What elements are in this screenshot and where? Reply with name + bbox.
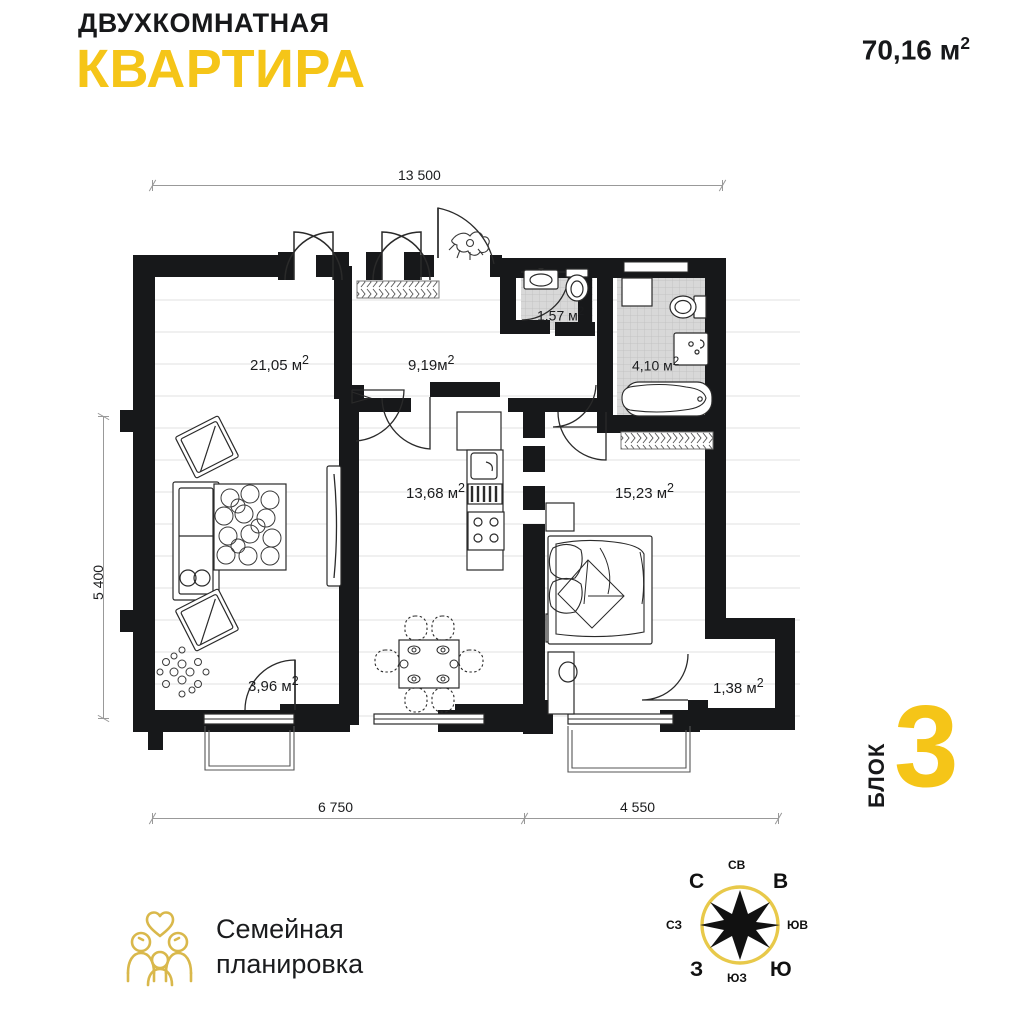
compass-dir-s-label: Ю	[770, 958, 792, 981]
room-label-loggia-right: 1,38 м2	[713, 676, 764, 697]
dimension-line-top	[152, 185, 722, 186]
room-area-sup: 2	[756, 676, 764, 690]
room-area-sup: 2	[458, 481, 465, 495]
plant-icon	[156, 646, 210, 698]
dimension-tick	[98, 718, 109, 719]
room-area-value: 15,23 м	[615, 485, 668, 502]
room-area-value: 4,10 м	[632, 357, 673, 374]
family-heart-icon	[126, 911, 193, 987]
room-label-hallway: 9,19м2	[408, 353, 454, 374]
block-badge: БЛОК 3	[862, 688, 982, 815]
room-area-value: 13,68 м	[406, 485, 459, 502]
compass-dir-sw-label: ЮЗ	[727, 971, 747, 985]
block-label: БЛОК	[864, 742, 889, 808]
apartment-type-subtitle: ДВУХКОМНАТНАЯ	[78, 8, 330, 38]
total-area-sup: 2	[960, 33, 970, 53]
room-area-sup: 2	[672, 355, 680, 368]
room-label-wc: 1,57 м2	[537, 305, 584, 324]
dimension-bottom-left-label: 6 750	[318, 799, 354, 815]
room-area-value: 1,38 м	[713, 680, 757, 697]
room-area-value: 3,96 м	[248, 678, 292, 695]
family-plan-badge: Семейная планировка	[120, 905, 440, 995]
dimension-line-left	[103, 416, 104, 718]
compass-dir-nw-label: СЗ	[666, 918, 683, 932]
compass-icon	[700, 885, 780, 965]
windows	[203, 261, 691, 773]
total-area-value: 70,16	[861, 34, 932, 66]
total-area-unit: м	[939, 34, 961, 66]
bathroom-fixtures	[621, 277, 713, 417]
room-label-bathroom: 4,10 м2	[632, 355, 679, 374]
room-area-value: 1,57 м	[537, 307, 578, 324]
dimension-line-bottom-left	[152, 818, 524, 819]
room-area-value: 9,19м	[408, 357, 448, 374]
room-label-loggia-left: 3,96 м2	[248, 674, 299, 695]
dimension-line-bottom-right	[524, 818, 778, 819]
dimension-bottom-right-label: 4 550	[620, 799, 656, 815]
compass-rose: СВ С В СЗ ЮВ З Ю ЮЗ	[660, 858, 820, 993]
dimension-tick	[524, 813, 525, 824]
block-number: 3	[894, 681, 959, 811]
compass-dir-n-label: С	[689, 870, 705, 893]
room-area-value: 21,05 м	[250, 357, 303, 374]
wc-fixtures	[523, 268, 589, 302]
family-plan-label: Семейная планировка	[216, 914, 364, 979]
page-title: КВАРТИРА	[76, 39, 366, 99]
dimension-tick	[152, 813, 153, 824]
compass-dir-se-label: ЮВ	[787, 918, 809, 932]
room-area-sup: 2	[291, 674, 299, 688]
entry-decor-icon	[448, 231, 490, 260]
room-area-sup: 2	[667, 481, 674, 495]
room-label-bedroom: 15,23 м2	[615, 481, 674, 502]
total-area-label: 70,16 м2	[862, 33, 970, 66]
kitchen-furniture	[374, 411, 505, 713]
dimension-tick	[152, 180, 153, 191]
compass-dir-e-label: В	[773, 870, 789, 893]
dimension-tick	[722, 180, 723, 191]
compass-dir-ne-label: СВ	[728, 858, 746, 872]
compass-dir-w-label: З	[690, 958, 704, 981]
room-area-sup: 2	[577, 305, 585, 318]
bedroom-furniture	[545, 502, 653, 715]
wardrobes	[356, 280, 714, 450]
dimension-tick	[98, 416, 109, 417]
room-area-sup: 2	[302, 353, 309, 367]
dimension-tick	[778, 813, 779, 824]
room-label-kitchen: 13,68 м2	[406, 481, 465, 502]
room-area-sup: 2	[447, 353, 455, 367]
living-room-furniture	[172, 415, 342, 652]
dimension-top-label: 13 500	[398, 167, 441, 183]
room-label-living-room: 21,05 м2	[250, 353, 309, 374]
